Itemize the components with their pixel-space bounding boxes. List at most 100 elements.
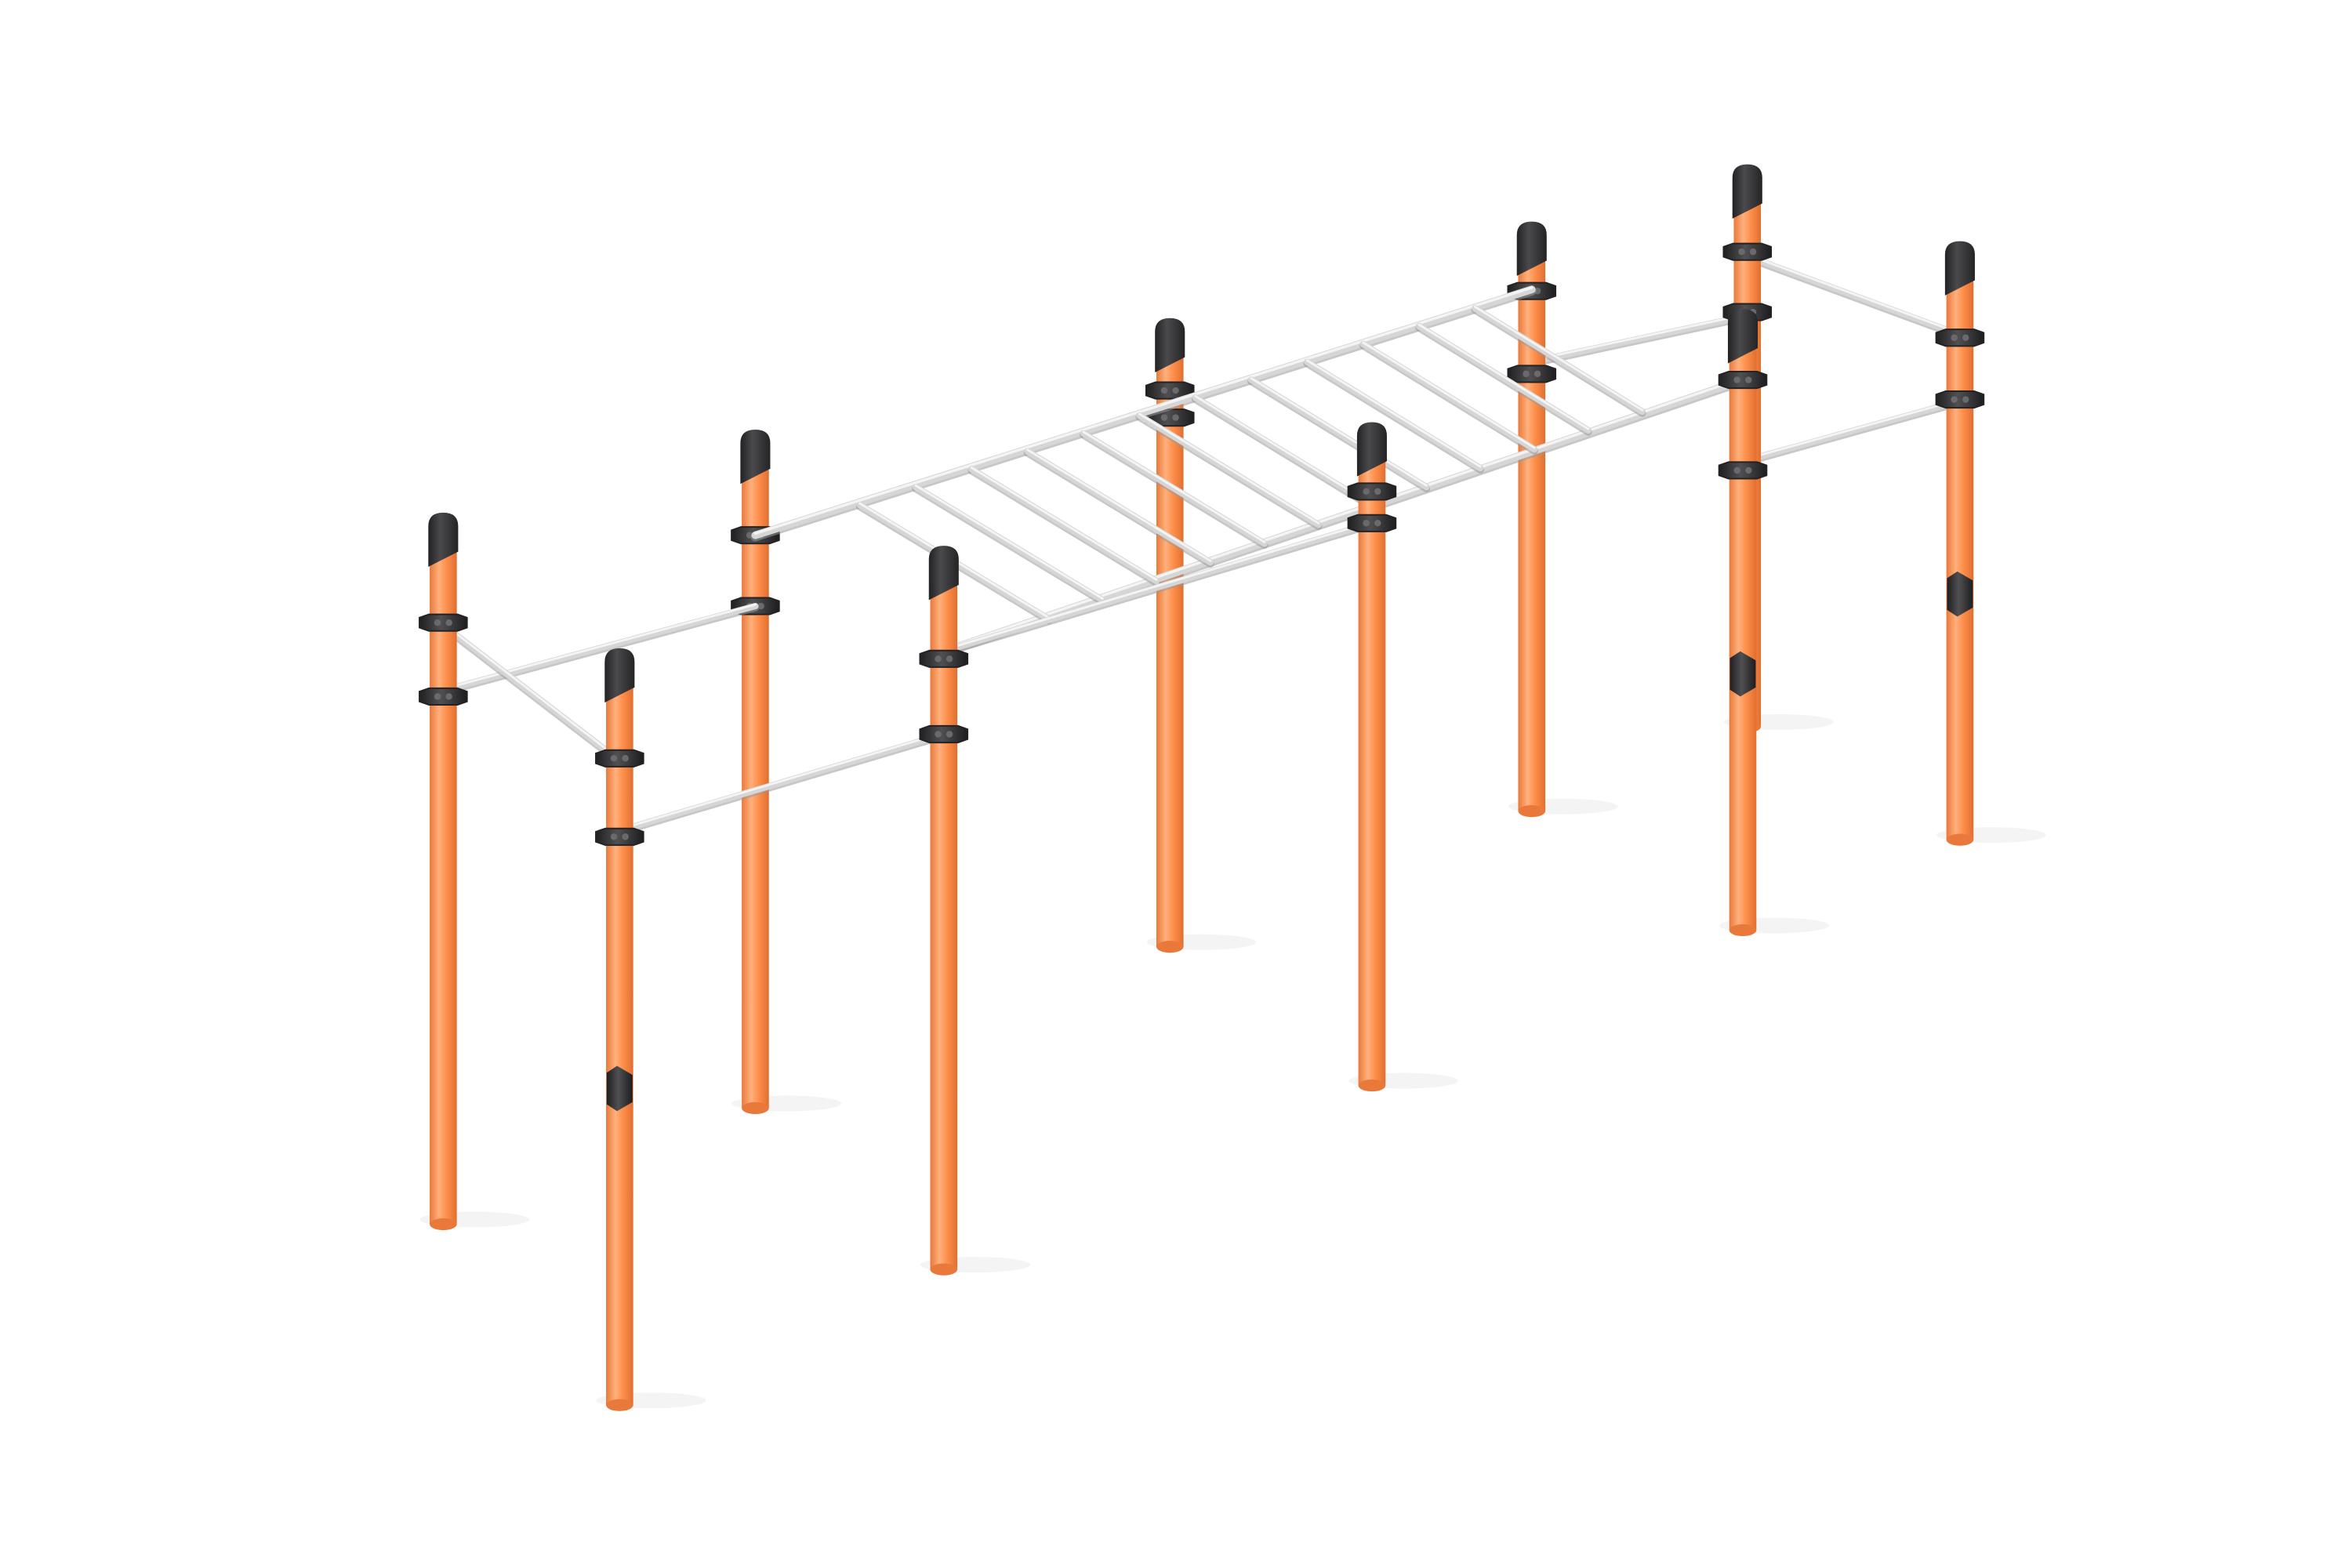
post-side-clip [1730, 651, 1756, 697]
bar-clamp [919, 724, 969, 744]
bar-clamp [1718, 371, 1768, 390]
back-frame [731, 164, 1964, 1115]
rail-front-low [616, 731, 947, 834]
clamp-bolt [1733, 376, 1740, 383]
monkey-bar-rung-highlight [914, 484, 1104, 600]
post-side-clip [1947, 571, 1973, 617]
bar-clamp [1347, 514, 1397, 532]
monkey-bar-rung [1304, 358, 1484, 472]
post-foot [606, 1399, 633, 1411]
post-cap [1732, 164, 1762, 219]
post-foot [430, 1218, 457, 1231]
bar-clamp [595, 749, 644, 768]
bar-clamp [595, 827, 644, 846]
clamp-bolt [1738, 248, 1745, 256]
clamp-bolt [1374, 488, 1381, 495]
monkey-bar-rung-highlight [970, 466, 1158, 581]
rail-left-diagonal [450, 630, 614, 757]
monkey-bar-rung [1080, 430, 1268, 547]
clamp-bolt [946, 655, 953, 662]
front-frame [419, 241, 1985, 1411]
ladder-rail-back-highlight [753, 286, 1534, 535]
post-cap [1356, 422, 1387, 477]
monkey-bar-rung [1192, 394, 1376, 510]
post-foot [1358, 1079, 1386, 1092]
post-foot [742, 1102, 769, 1115]
clamp-bolt [1523, 370, 1530, 378]
monkey-bar-rung-highlight [1473, 305, 1644, 412]
clamp-bolt [1172, 414, 1179, 421]
clamp-bolt [445, 693, 452, 700]
rail-rear-right-low-highlight [1741, 398, 1962, 461]
monkey-bar-rung [1472, 305, 1646, 416]
clamp-bolt [1962, 396, 1969, 403]
post-cap [928, 546, 959, 601]
rail-front-ladder-joint [940, 520, 1376, 655]
clamp-bolt [1749, 248, 1757, 256]
monkey-bar-rung [968, 466, 1160, 585]
bar-clamp [1347, 482, 1397, 501]
monkey-bar-rung [1247, 376, 1430, 491]
bar-clamp [419, 613, 468, 632]
monkey-bar-rung-highlight [1026, 448, 1212, 562]
clamp-bolt [1745, 466, 1752, 474]
post-cap [428, 512, 459, 568]
orange-post-pipe [1358, 443, 1386, 1086]
monkey-bar-rung-highlight [1305, 359, 1482, 468]
clamp-bolt [1745, 376, 1752, 383]
ladder-rail-back [751, 285, 1536, 539]
rail-left-back-low [440, 602, 759, 694]
clamp-bolt [1534, 370, 1541, 378]
rail-ladder-back-stub-highlight [1530, 314, 1744, 362]
post-7 [1507, 221, 1557, 818]
orange-post-pipe [430, 533, 457, 1225]
post-cap [1727, 309, 1759, 364]
ladder-rail-front [939, 376, 1747, 655]
clamp-bolt [1951, 334, 1958, 341]
clamp-bolt [434, 619, 441, 626]
bar-clamp [919, 649, 969, 668]
rail-ladder-back-stub [1528, 313, 1747, 365]
monkey-bar-rung [912, 484, 1106, 604]
post-cap [1155, 318, 1185, 372]
orange-post-pipe [1729, 330, 1757, 931]
monkey-bar-rung [1136, 412, 1322, 528]
post-cap [1944, 241, 1975, 296]
post-cap [1516, 221, 1547, 276]
monkey-bar-rung-highlight [1362, 341, 1536, 449]
monkey-bar-rung-highlight [1138, 412, 1320, 524]
monkey-bar-rung [1359, 340, 1538, 453]
rail-rear-right-top [1744, 252, 1963, 338]
bar-clamp [1507, 365, 1557, 383]
monkey-bar-rung [1415, 322, 1592, 434]
post-2 [595, 648, 644, 1411]
monkey-bar-ladder [750, 285, 1748, 658]
orange-post-pipe [606, 669, 633, 1406]
clamp-bolt [1374, 520, 1381, 527]
orange-post-pipe [930, 567, 958, 1270]
rail-rear-right-low [1739, 397, 1963, 465]
monkey-bar-rung-highlight [1417, 323, 1590, 430]
monkey-bar-rung-highlight [1250, 377, 1428, 487]
rail-left-back-low-highlight [441, 603, 757, 691]
clamp-bolt [757, 602, 764, 610]
post-foot [1729, 924, 1757, 937]
clamp-bolt [610, 833, 618, 840]
clamp-bolt [1160, 414, 1168, 421]
clamp-bolt [935, 731, 942, 738]
bar-clamp [1718, 461, 1768, 480]
post-cap [604, 648, 635, 703]
post-9 [1718, 309, 1768, 937]
clamp-bolt [610, 755, 618, 762]
post-foot [1518, 804, 1546, 818]
clamp-bolt [1363, 520, 1370, 527]
clamp-bolt [1951, 396, 1958, 403]
clamp-bolt [1962, 334, 1969, 341]
bar-clamp [1722, 242, 1773, 261]
rail-rear-right-top-highlight [1746, 253, 1962, 335]
monkey-bar-rung-highlight [1082, 430, 1266, 543]
post-foot [930, 1263, 958, 1276]
orange-post-pipe [742, 450, 769, 1109]
clamp-bolt [1160, 387, 1168, 394]
